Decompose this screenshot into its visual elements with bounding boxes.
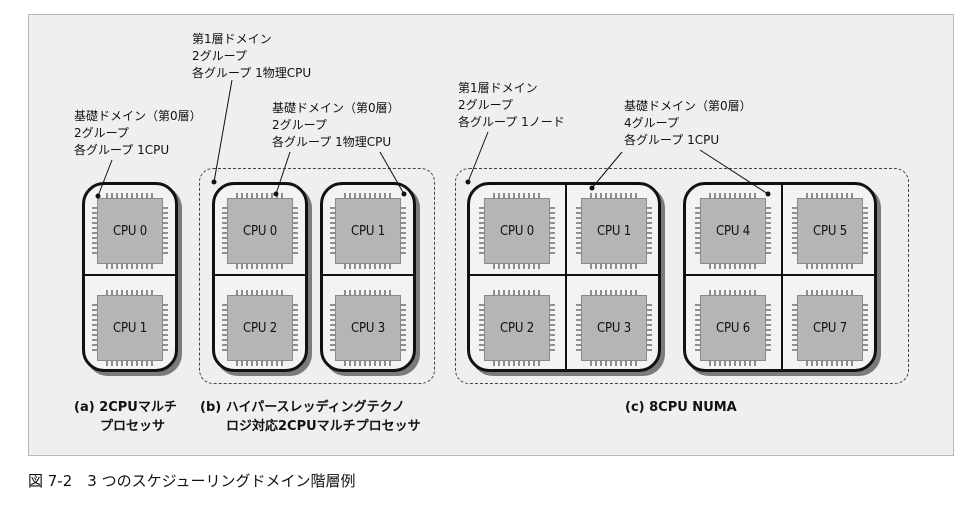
cpu-chip: CPU 2 <box>479 290 555 366</box>
caption-b: (b) ハイパースレッディングテクノ ロジ対応2CPUマルチプロセッサ <box>200 400 421 434</box>
cpu-label: CPU 4 <box>716 223 750 239</box>
a-domain-label: 基礎ドメイン（第0層） 2グループ 各グループ 1CPU <box>74 109 202 157</box>
c-level1-label: 第1層ドメイン 2グループ 各グループ 1ノード <box>458 81 565 129</box>
cpu-label: CPU 1 <box>597 223 631 239</box>
cpu-label: CPU 3 <box>351 320 385 336</box>
figure-caption: 図 7-2 3 つのスケジューリングドメイン階層例 <box>28 472 356 490</box>
cpu-label: CPU 7 <box>813 320 847 336</box>
cpu-chip: CPU 2 <box>222 290 298 366</box>
cpu-chip: CPU 3 <box>330 290 406 366</box>
cpu-label: CPU 1 <box>351 223 385 239</box>
cpu-chip: CPU 0 <box>92 193 168 269</box>
caption-c: (c) 8CPU NUMA <box>625 400 737 415</box>
c-node-0-card: CPU 0 CPU 1 CPU 2 CPU 3 <box>467 182 661 372</box>
cpu-label: CPU 6 <box>716 320 750 336</box>
c-domain-label: 基礎ドメイン（第0層） 4グループ 各グループ 1CPU <box>624 99 752 147</box>
cpu-label: CPU 3 <box>597 320 631 336</box>
cpu-label: CPU 0 <box>113 223 147 239</box>
c-node-1-card: CPU 4 CPU 5 CPU 6 CPU 7 <box>683 182 877 372</box>
cpu-label: CPU 2 <box>500 320 534 336</box>
cpu-chip: CPU 5 <box>792 193 868 269</box>
cpu-label: CPU 1 <box>113 320 147 336</box>
b-domain-label: 基礎ドメイン（第0層） 2グループ 各グループ 1物理CPU <box>272 101 400 149</box>
cpu-label: CPU 0 <box>243 223 277 239</box>
b-level1-label: 第1層ドメイン 2グループ 各グループ 1物理CPU <box>192 32 312 80</box>
cpu-label: CPU 5 <box>813 223 847 239</box>
b-physical-cpu-1-card: CPU 1 CPU 3 <box>320 182 416 372</box>
cpu-label: CPU 0 <box>500 223 534 239</box>
cpu-chip: CPU 4 <box>695 193 771 269</box>
b-level1-domain-boundary <box>199 168 435 384</box>
cpu-chip: CPU 0 <box>222 193 298 269</box>
cpu-label: CPU 2 <box>243 320 277 336</box>
cpu-chip: CPU 6 <box>695 290 771 366</box>
cpu-chip: CPU 3 <box>576 290 652 366</box>
cpu-chip: CPU 1 <box>330 193 406 269</box>
cpu-chip: CPU 1 <box>576 193 652 269</box>
cpu-chip: CPU 7 <box>792 290 868 366</box>
cpu-chip: CPU 0 <box>479 193 555 269</box>
b-physical-cpu-0-card: CPU 0 CPU 2 <box>212 182 308 372</box>
caption-a: (a) 2CPUマルチ プロセッサ <box>74 400 177 434</box>
c-level1-domain-boundary <box>455 168 909 384</box>
a-cpu-card: CPU 0 CPU 1 <box>82 182 178 372</box>
cpu-chip: CPU 1 <box>92 290 168 366</box>
